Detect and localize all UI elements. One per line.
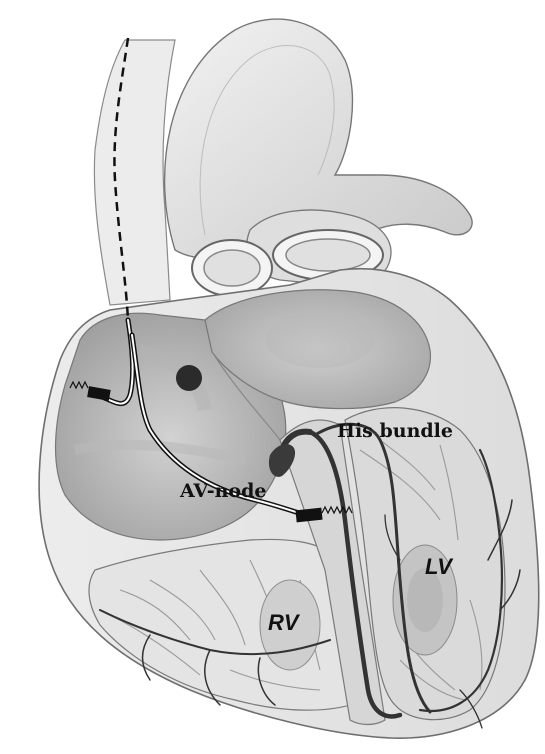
- rv-label: RV: [268, 610, 301, 635]
- av-node-label: AV-node: [179, 480, 266, 502]
- superior-vena-cava: [94, 40, 175, 305]
- lv-label: LV: [425, 554, 454, 579]
- la-shading: [265, 312, 375, 368]
- sinus-node-icon: [176, 365, 202, 391]
- his-bundle-label: His bundle: [337, 420, 453, 442]
